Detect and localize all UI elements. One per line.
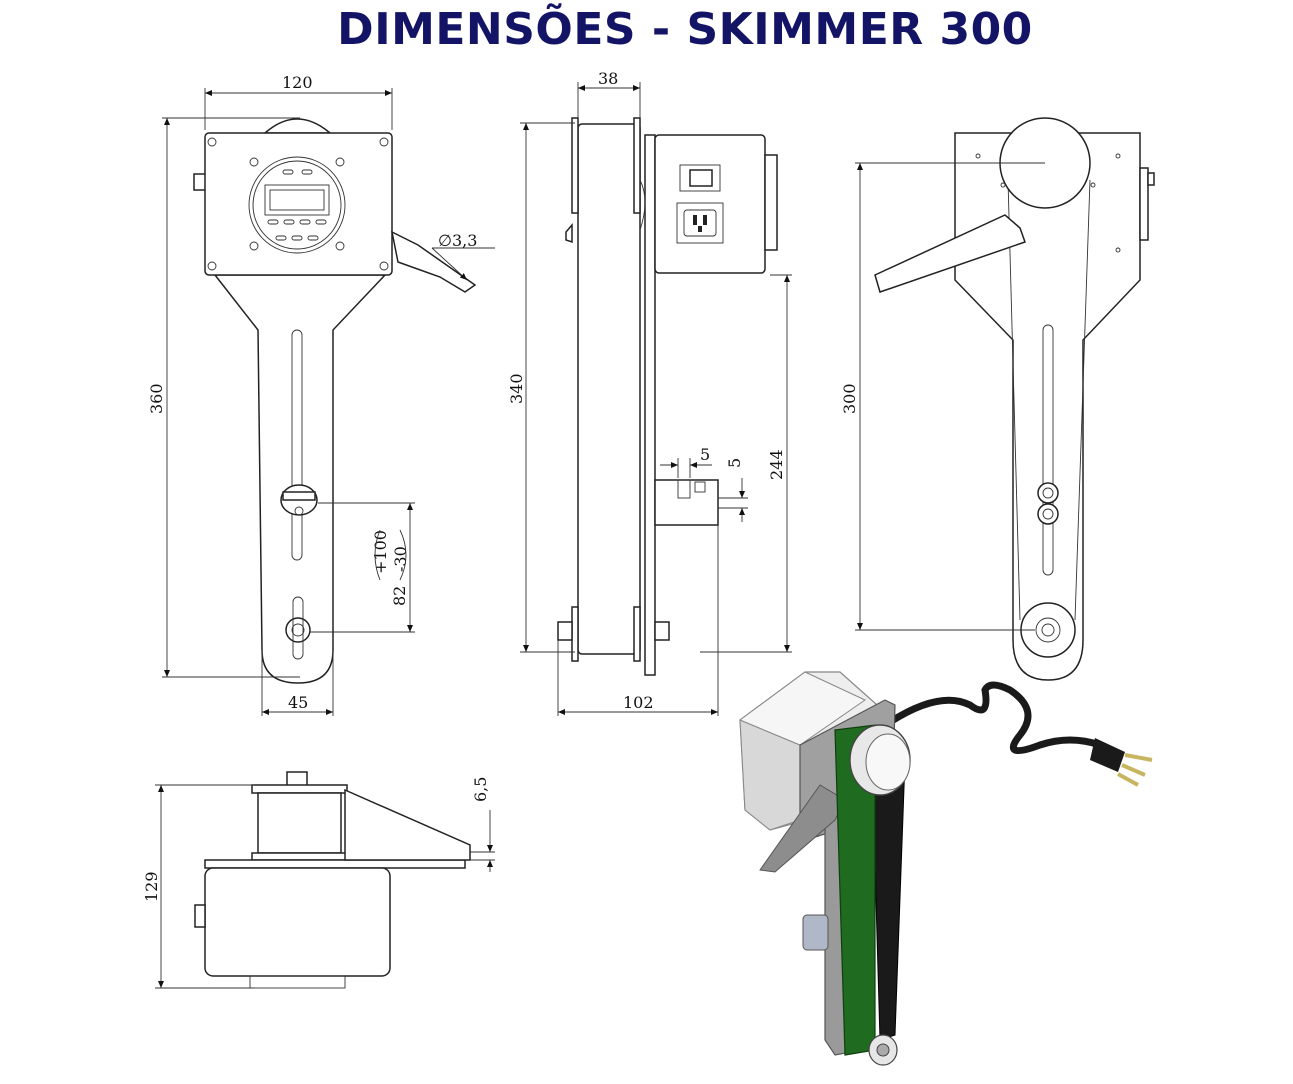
dim-side-lower: 244	[767, 449, 786, 480]
dim-rear-height: 300	[840, 383, 859, 414]
dim-slot-height: 5	[725, 458, 744, 468]
dim-hole-diameter: ∅3,3	[438, 231, 477, 250]
dim-adjust-minus: -30	[391, 546, 410, 572]
dim-arm-width: 45	[288, 693, 308, 712]
rear-view	[874, 117, 1155, 681]
front-view	[193, 118, 477, 684]
dim-adjust-plus: +100	[371, 530, 390, 574]
dim-side-base: 102	[623, 693, 654, 712]
power-plug-icon	[1090, 738, 1153, 787]
dim-slot-width: 5	[700, 445, 710, 464]
skimmer-3d-render	[738, 671, 1153, 1066]
page-title: DIMENSÕES - SKIMMER 300	[337, 4, 1033, 55]
dim-side-depth: 38	[598, 69, 618, 88]
dim-adjust-value: 82	[390, 586, 409, 606]
dim-front-width: 120	[282, 73, 313, 92]
dim-side-height: 340	[507, 373, 526, 404]
front-dimensions: 120 360 ∅3,3 82 +100 -30 45	[147, 73, 495, 716]
power-switch-icon	[679, 164, 721, 192]
timer-display-icon	[248, 156, 346, 254]
side-view	[557, 117, 778, 676]
top-view	[194, 771, 471, 989]
power-socket-icon	[676, 202, 724, 244]
dim-top-plate: 6,5	[471, 777, 490, 802]
dim-front-height: 360	[147, 383, 166, 414]
side-dimensions: 38 340 244 5 5 102	[507, 69, 792, 716]
top-dimensions: 129 6,5	[142, 777, 495, 989]
rear-dimensions: 300	[840, 162, 1045, 631]
dim-top-height: 129	[142, 871, 161, 902]
